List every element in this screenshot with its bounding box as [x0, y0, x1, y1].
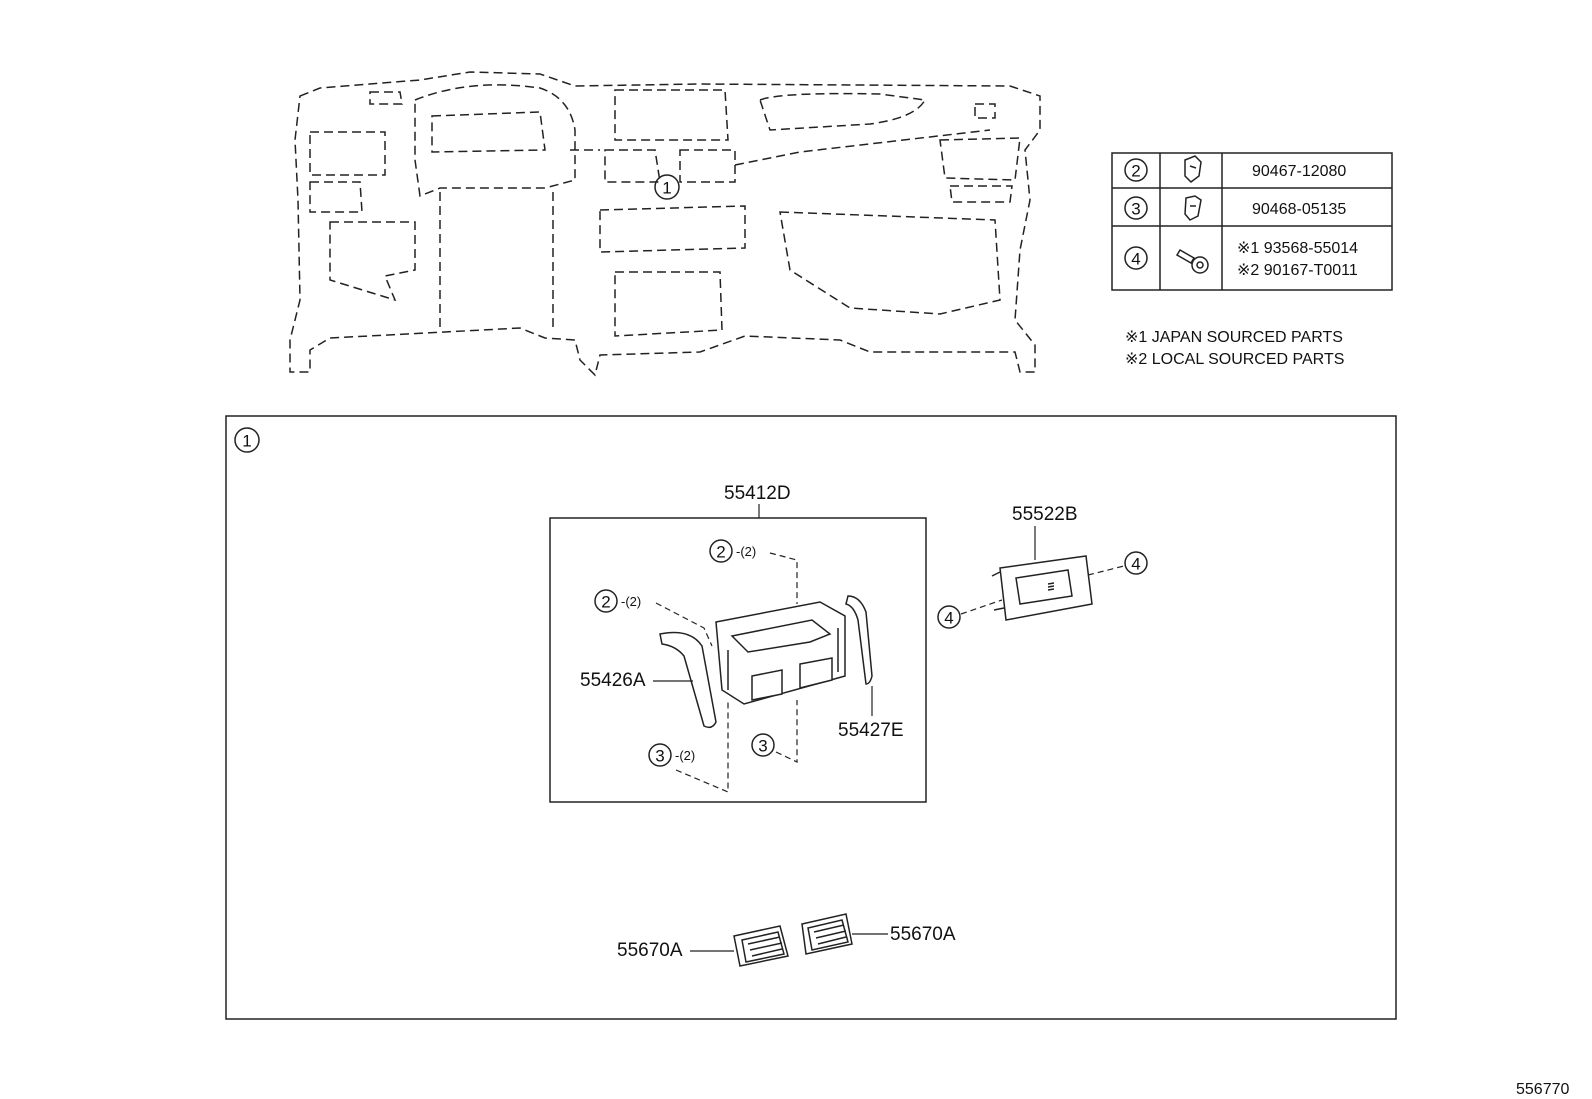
callout-2-top: [709, 539, 733, 563]
table-ref-2: 2: [1131, 162, 1140, 181]
callout-4-label: 4: [944, 609, 953, 628]
callout-qty: -(2): [736, 544, 756, 559]
label-55412D: 55412D: [724, 483, 791, 504]
callout-3-label: 3: [655, 747, 664, 766]
side-panel-left: [659, 631, 717, 729]
table-part-number: 90467-12080: [1252, 163, 1346, 180]
table-part-number: ※1 93568-55014: [1237, 240, 1358, 257]
callout-4-left: [937, 605, 961, 629]
clip-icon: [1184, 155, 1202, 183]
note-japan-sourced: ※1 JAPAN SOURCED PARTS: [1125, 329, 1343, 346]
fastener-table: 2 90467-12080 3 90468-05135 4 ※1 93568-5…: [1111, 152, 1393, 291]
table-ref-3: 3: [1131, 200, 1140, 219]
overview-callout-label: 1: [662, 179, 671, 198]
detail-frame: [225, 415, 1397, 1020]
callout-2-label: 2: [601, 593, 610, 612]
label-55522B: 55522B: [1012, 504, 1078, 525]
table-ref-4: 4: [1131, 250, 1140, 269]
label-55670A-left: 55670A: [617, 940, 683, 961]
vent-left: [733, 925, 789, 967]
label-55427E: 55427E: [838, 720, 904, 741]
overview-callout-1: [654, 174, 680, 200]
table-part-number: 90468-05135: [1252, 201, 1346, 218]
detail-callout-1: [234, 427, 260, 453]
label-55426A: 55426A: [580, 670, 646, 691]
callout-3-label: 3: [758, 737, 767, 756]
callout-2-label: 2: [716, 543, 725, 562]
clip-icon: [1184, 195, 1202, 221]
side-panel-right: [845, 595, 873, 685]
label-55670A-right: 55670A: [890, 924, 956, 945]
register-assy-box: [549, 517, 927, 803]
center-register-housing: [715, 601, 846, 705]
vent-right: [801, 913, 853, 955]
detail-callout-label: 1: [242, 432, 251, 451]
callout-qty: -(2): [675, 748, 695, 763]
callout-3-mid: [751, 733, 775, 757]
instrument-panel-overview: [289, 71, 1041, 377]
callout-3-left: [648, 743, 672, 767]
callout-4-label: 4: [1131, 555, 1140, 574]
table-part-number: ※2 90167-T0011: [1237, 262, 1358, 279]
switch-base: [991, 555, 1093, 621]
diagram-number: 556770: [1516, 1081, 1569, 1098]
callout-qty: -(2): [621, 594, 641, 609]
note-local-sourced: ※2 LOCAL SOURCED PARTS: [1125, 351, 1344, 368]
callout-2-left: [594, 589, 618, 613]
callout-4-right: [1124, 551, 1148, 575]
screw-icon: [1175, 248, 1209, 274]
